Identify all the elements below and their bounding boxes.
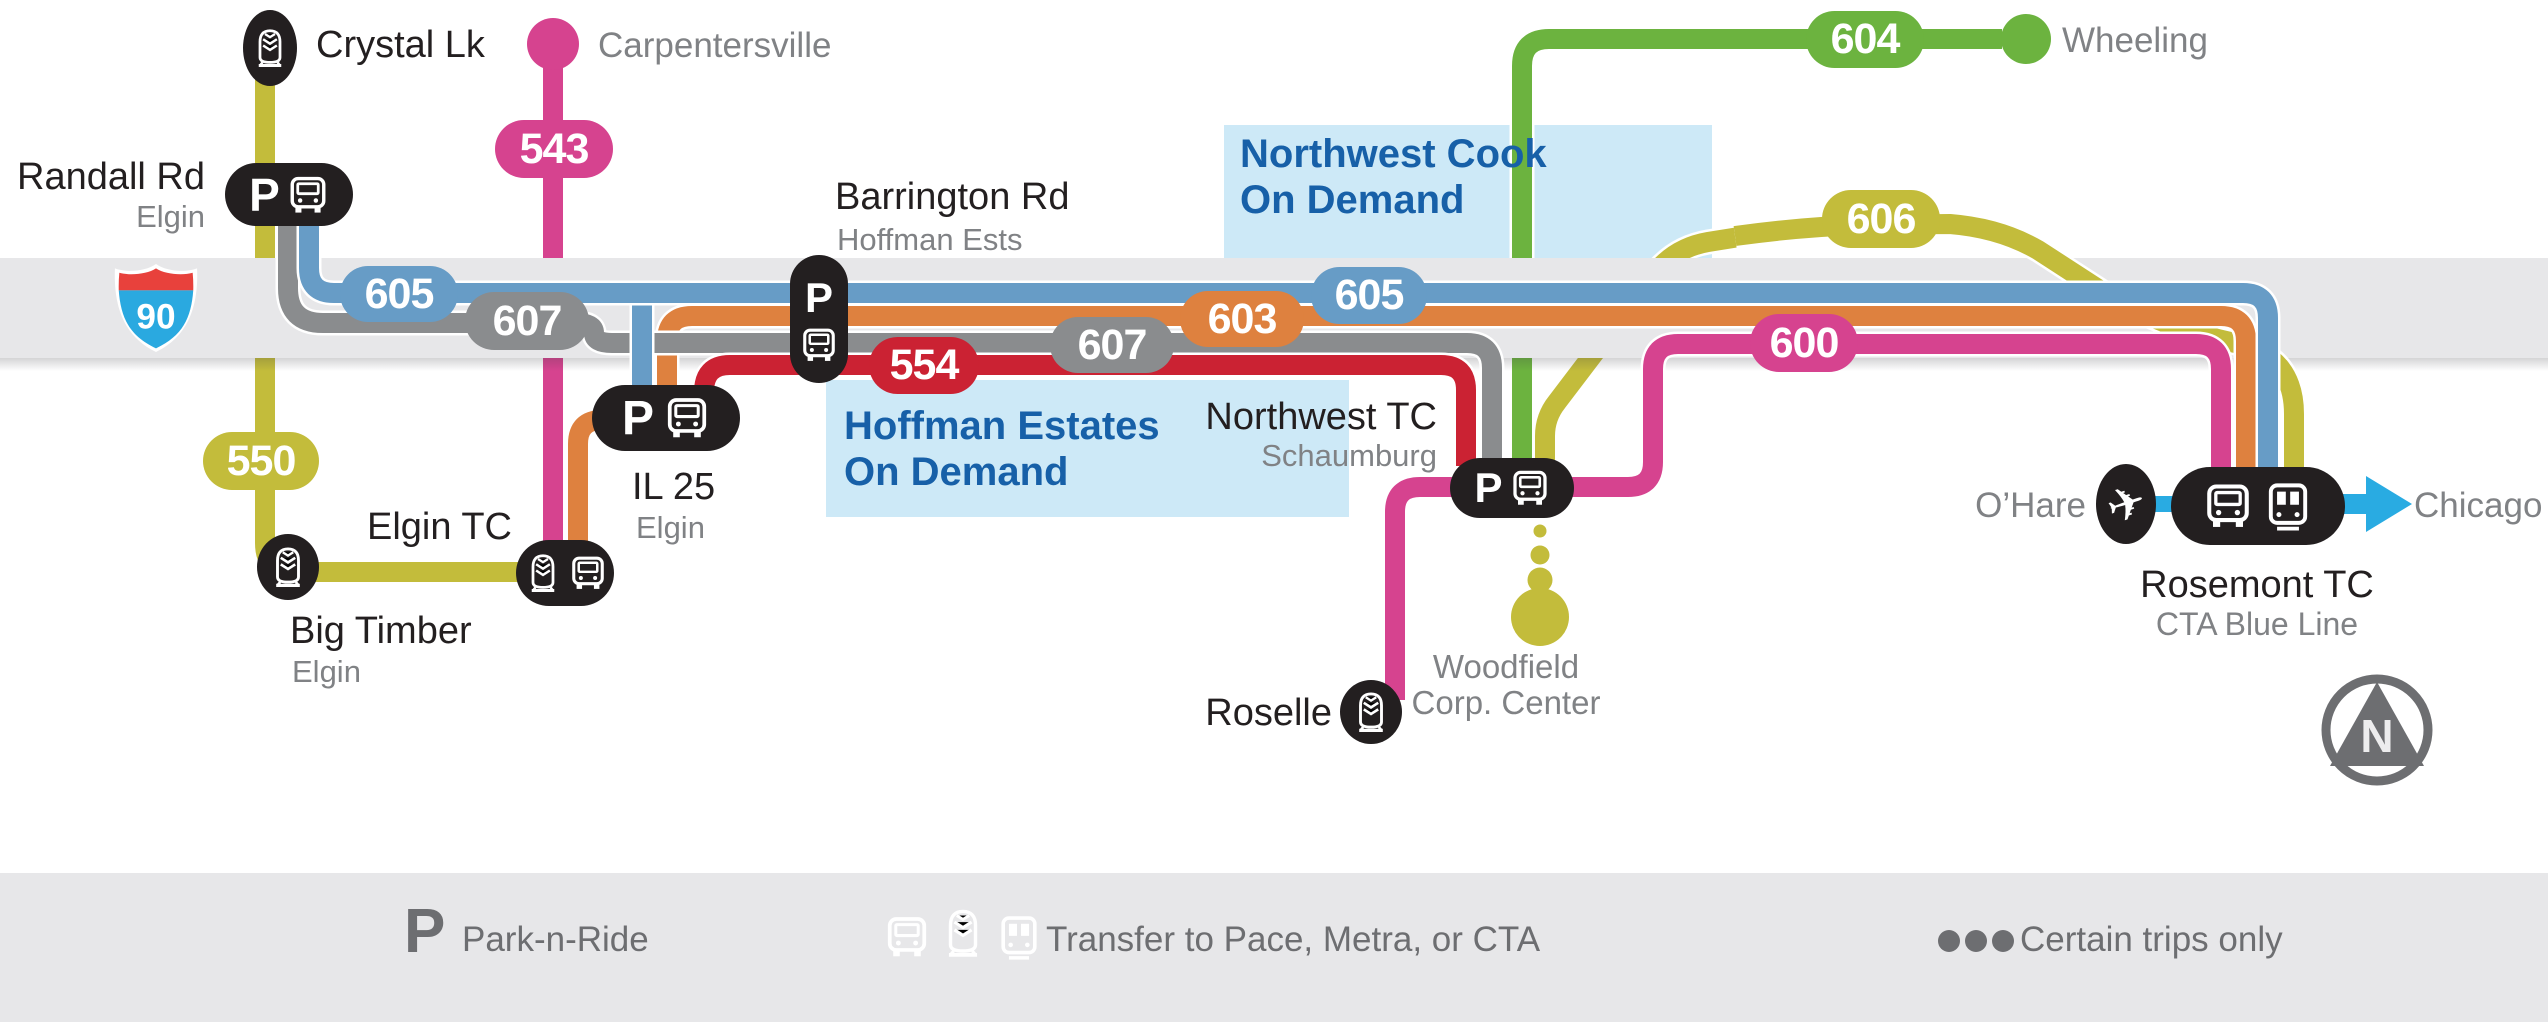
legend-band xyxy=(0,873,2548,1022)
park-n-ride-icon: P xyxy=(621,391,654,445)
route-badge-600: 600 xyxy=(1750,314,1858,372)
chicago-arrow-icon xyxy=(2340,476,2412,532)
station-label-ohare: O’Hare xyxy=(1975,486,2086,525)
station-sublabel-nwtc-city: Schaumburg xyxy=(1261,438,1437,473)
legend-park-n-ride-icon: P xyxy=(404,897,446,966)
station-label-big-timber: Big Timber xyxy=(290,610,472,652)
station-sublabel-bigtimber-city: Elgin xyxy=(292,654,361,689)
bus-icon xyxy=(800,326,838,364)
compass-n-label: N xyxy=(2360,710,2393,762)
bus-icon xyxy=(664,395,710,441)
legend-transfer-icons xyxy=(884,906,1042,960)
cta-train-icon xyxy=(2263,481,2313,531)
zone-label-northwest-cook-2: On Demand xyxy=(1240,178,1465,222)
crystal-lake-metra-marker xyxy=(243,10,297,86)
route-badge-554: 554 xyxy=(869,337,979,394)
bus-icon xyxy=(287,174,329,216)
station-label-wheeling: Wheeling xyxy=(2062,21,2208,60)
route-600-line xyxy=(1382,331,2234,700)
rosemont-tc-transfer-marker xyxy=(2171,467,2345,545)
bus-icon xyxy=(884,914,930,960)
station-label-woodfield-corp-center: Corp. Center xyxy=(1411,684,1601,721)
park-n-ride-icon: P xyxy=(804,274,833,321)
zone-label-hoffman-estates-2: On Demand xyxy=(844,450,1069,494)
legend-transfer-label: Transfer to Pace, Metra, or CTA xyxy=(1046,920,1541,959)
station-label-roselle: Roselle xyxy=(1205,692,1332,734)
north-compass-icon: N xyxy=(2316,666,2438,799)
station-label-carpentersville: Carpentersville xyxy=(598,26,832,65)
station-sublabel-rosemont-cta: CTA Blue Line xyxy=(2155,606,2359,642)
metra-train-icon xyxy=(250,24,290,72)
route-badge-550: 550 xyxy=(203,432,319,490)
zone-label-hoffman-estates: Hoffman Estates xyxy=(844,404,1160,448)
metra-train-icon xyxy=(938,906,988,960)
station-label-barrington-rd: Barrington Rd xyxy=(835,176,1070,218)
metra-train-icon xyxy=(267,545,309,589)
legend-park-n-ride-label: Park-n-Ride xyxy=(462,920,649,959)
station-label-elgin-tc: Elgin TC xyxy=(366,506,512,548)
bus-icon xyxy=(2203,481,2253,531)
metra-train-icon xyxy=(523,553,563,593)
station-label-crystal-lk: Crystal Lk xyxy=(316,24,485,66)
bus-icon xyxy=(1510,468,1550,508)
i90-interstate-shield: 90 xyxy=(112,262,200,359)
station-label-randall-rd: Randall Rd xyxy=(17,156,205,198)
legend-certain-trips-label: Certain trips only xyxy=(2020,920,2283,959)
station-sublabel-barrington-city: Hoffman Ests xyxy=(837,222,1023,257)
park-n-ride-icon: P xyxy=(249,168,280,221)
station-label-northwest-tc: Northwest TC xyxy=(1205,396,1437,438)
route-badge-543: 543 xyxy=(495,120,613,178)
route-badge-607-east: 607 xyxy=(1050,317,1174,373)
barrington-rd-park-ride-marker: P xyxy=(790,255,848,383)
woodfield-dotted-line xyxy=(1511,524,1569,646)
il-25-park-ride-marker: P xyxy=(592,385,740,451)
elgin-tc-transfer-marker xyxy=(516,540,614,606)
carpentersville-terminal-dot xyxy=(527,18,579,70)
route-badge-605-west: 605 xyxy=(340,266,458,322)
metra-train-icon xyxy=(1350,690,1392,734)
airplane-icon: ✈ xyxy=(2099,473,2153,535)
park-n-ride-icon: P xyxy=(1474,464,1503,511)
route-badge-605-east: 605 xyxy=(1311,267,1427,324)
cta-train-icon xyxy=(996,914,1042,960)
station-label-rosemont-tc: Rosemont TC xyxy=(2140,564,2374,606)
randall-rd-park-ride-marker: P xyxy=(225,163,353,226)
certain-trips-dots-icon xyxy=(1938,930,2014,952)
i90-shield-number: 90 xyxy=(136,298,175,337)
route-badge-607-west: 607 xyxy=(465,292,589,350)
station-sublabel-randall-city: Elgin xyxy=(136,199,205,234)
wheeling-terminal-dot xyxy=(2001,14,2051,64)
route-badge-603: 603 xyxy=(1180,291,1304,347)
ohare-airport-marker: ✈ xyxy=(2096,464,2156,544)
bus-icon xyxy=(569,554,607,592)
big-timber-metra-marker xyxy=(257,534,319,600)
route-badge-604: 604 xyxy=(1806,11,1924,68)
i90-band-shadow xyxy=(0,358,2548,371)
station-label-chicago: Chicago xyxy=(2414,486,2543,525)
station-label-woodfield: Woodfield xyxy=(1432,648,1580,685)
station-sublabel-il25-city: Elgin xyxy=(636,510,705,545)
northwest-tc-park-ride-marker: P xyxy=(1450,458,1574,518)
zone-label-northwest-cook: Northwest Cook xyxy=(1240,132,1547,176)
route-badge-606: 606 xyxy=(1822,190,1940,248)
station-label-il-25: IL 25 xyxy=(632,466,716,508)
